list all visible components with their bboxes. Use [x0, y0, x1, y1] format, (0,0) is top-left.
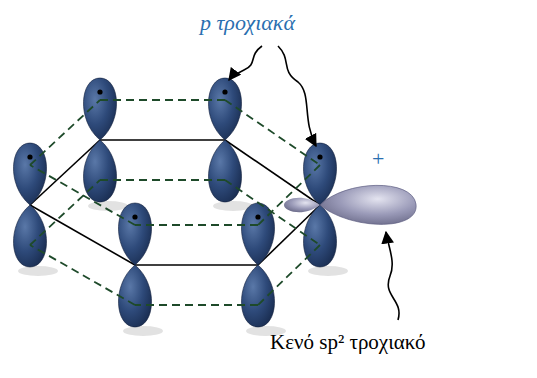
pi-overlap [225, 180, 320, 245]
electron-dot [317, 154, 322, 159]
shadow [18, 201, 348, 336]
p-orbital-lobe [118, 203, 151, 265]
p-orbital-lobe [208, 140, 241, 202]
p-orbital-lobe [241, 265, 274, 327]
pi-overlap [100, 179, 225, 181]
electron-dot [255, 214, 260, 219]
electron-dot [97, 89, 102, 94]
electron-dot [222, 89, 227, 94]
p-orbital-lobe [13, 205, 46, 267]
p-orbital-lobe [303, 143, 336, 205]
pi-overlap [258, 245, 320, 305]
shadow [18, 266, 58, 276]
p-orbitals [13, 78, 336, 327]
p-orbital-lobe [303, 205, 336, 267]
electron-dot [27, 154, 32, 159]
charge-sign: + [372, 148, 384, 170]
electron-dot [132, 214, 137, 219]
pi-overlap [258, 165, 320, 225]
sigma-bonds [30, 140, 320, 265]
sp2-back-lobe [284, 198, 320, 212]
pi-overlap [30, 100, 100, 165]
pi-overlap [30, 165, 135, 225]
sigma-bond [100, 139, 225, 141]
p-orbital-lobe [241, 203, 274, 265]
orbital-label: Κενό sp² τροχιακό [270, 332, 425, 353]
p-orbital-lobe [83, 78, 116, 140]
p-orbital-lobe [13, 143, 46, 205]
pi-overlap [135, 224, 258, 226]
pi-overlap [100, 99, 225, 101]
sp2-empty-orbital [320, 185, 416, 224]
leader-arrow [278, 46, 316, 146]
shadow [123, 326, 163, 336]
p-orbital-lobe [118, 265, 151, 327]
pi-overlap [30, 245, 135, 305]
orbital-label: p τροχιακά [200, 12, 295, 34]
pi-overlap [135, 304, 258, 306]
pi-overlap-lines [30, 100, 320, 305]
pi-overlap [225, 100, 320, 165]
leader-arrow [229, 46, 262, 80]
shadow [308, 266, 348, 276]
leader-arrow [386, 232, 399, 320]
pi-overlap [30, 180, 100, 245]
p-orbital-lobe [83, 140, 116, 202]
sigma-bond [135, 264, 258, 266]
